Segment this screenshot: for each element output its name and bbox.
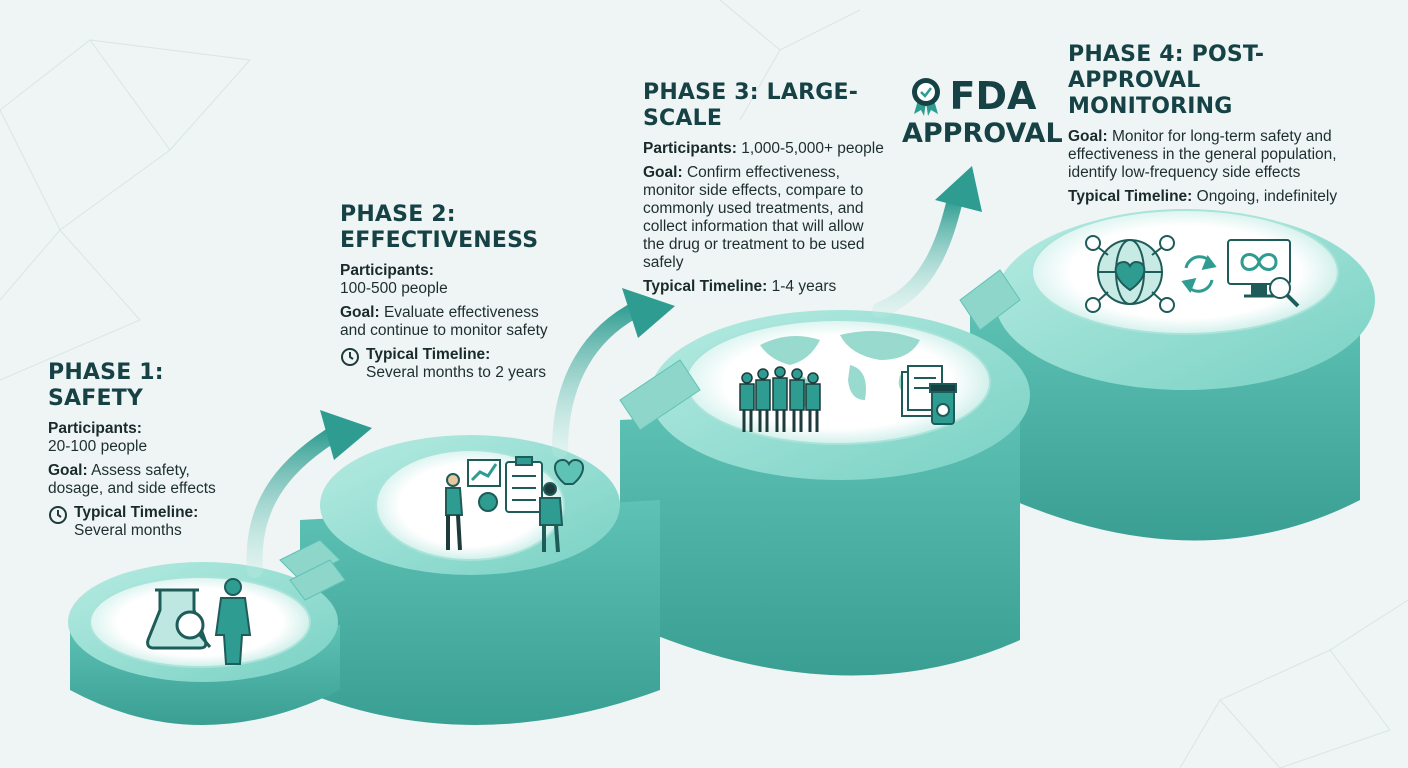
person-icon xyxy=(214,578,252,665)
phase-3-title: PHASE 3: LARGE-SCALE xyxy=(643,80,888,132)
phase-2-goal: Goal: Evaluate effectiveness and continu… xyxy=(340,304,550,340)
globe-heart-network-icon xyxy=(1085,235,1175,313)
phase-2-info: PHASE 2: EFFECTIVENESS Participants: 100… xyxy=(340,202,550,388)
approval-label: APPROVAL xyxy=(902,118,1063,149)
phase-2-title-line-1: PHASE 2: xyxy=(340,202,456,227)
phase-3-platform xyxy=(620,310,1030,676)
researcher-icon xyxy=(539,482,564,553)
phase-3-goal-value: Confirm effectiveness, monitor side effe… xyxy=(643,164,865,271)
heart-pulse-icon xyxy=(554,458,584,485)
phase-1-goal: Goal: Assess safety, dosage, and side ef… xyxy=(48,462,248,498)
phase-4-title: PHASE 4: POST-APPROVAL MONITORING xyxy=(1068,42,1348,120)
monitor-infinity-icon xyxy=(1227,239,1300,308)
phase-1-timeline: Typical Timeline: Several months xyxy=(48,504,248,540)
arrow-head-1 xyxy=(320,410,372,460)
phase-1-participants-value: 20-100 people xyxy=(48,438,148,455)
sync-arrows-icon xyxy=(1181,254,1217,294)
phase-4-timeline-value: Ongoing, indefinitely xyxy=(1196,188,1338,205)
fda-approval-badge: FDA APPROVAL xyxy=(902,76,1063,150)
phase-3-timeline-label: Typical Timeline: xyxy=(643,278,768,295)
clock-icon xyxy=(49,506,67,524)
phase-4-timeline-label: Typical Timeline: xyxy=(1068,188,1193,205)
phase-2-participants-value: 100-500 people xyxy=(340,280,448,297)
phase-3-info: PHASE 3: LARGE-SCALE Participants: 1,000… xyxy=(643,80,888,302)
phase-3-goal: Goal: Confirm effectiveness, monitor sid… xyxy=(643,164,888,272)
phase-2-participants-label: Participants: xyxy=(340,262,434,279)
group-of-people-icon xyxy=(739,366,821,432)
phase-4-info: PHASE 4: POST-APPROVAL MONITORING Goal: … xyxy=(1068,42,1348,212)
phase-3-goal-label: Goal: xyxy=(643,164,683,181)
connecting-steps xyxy=(279,269,1021,601)
progress-arrows xyxy=(246,192,963,578)
phase-4-timeline: Typical Timeline: Ongoing, indefinitely xyxy=(1068,188,1348,206)
world-map-icon xyxy=(760,331,920,407)
phase-1-title-line: PHASE 1: SAFETY xyxy=(48,360,164,411)
phase-2-participants: Participants: 100-500 people xyxy=(340,262,550,298)
phase-4-goal: Goal: Monitor for long-term safety and e… xyxy=(1068,128,1348,182)
phase-1-title: PHASE 1: SAFETY xyxy=(48,360,248,412)
documents-pill-bottle-icon xyxy=(901,365,957,425)
phase-3-participants: Participants: 1,000-5,000+ people xyxy=(643,140,888,158)
phase-3-timeline: Typical Timeline: 1-4 years xyxy=(643,278,888,296)
phase-3-timeline-value: 1-4 years xyxy=(771,278,837,295)
phase-1-timeline-label: Typical Timeline: xyxy=(74,504,199,521)
phase-1-goal-label: Goal: xyxy=(48,462,88,479)
phase-3-title-line: PHASE 3: LARGE-SCALE xyxy=(643,80,859,131)
phase-1-info: PHASE 1: SAFETY Participants: 20-100 peo… xyxy=(48,360,248,546)
fda-line-1: FDA xyxy=(902,76,1042,116)
phase-1-participants: Participants: 20-100 people xyxy=(48,420,248,456)
clock-icon xyxy=(341,348,359,366)
phase-4-goal-value: Monitor for long-term safety and effecti… xyxy=(1068,128,1337,181)
phase-2-timeline: Typical Timeline: Several months to 2 ye… xyxy=(340,346,550,382)
arrow-phase1-to-phase2 xyxy=(246,422,348,578)
phase-1-participants-label: Participants: xyxy=(48,420,142,437)
phase-1-timeline-value: Several months xyxy=(74,522,182,539)
phase-3-participants-label: Participants: xyxy=(643,140,737,157)
fda-label: FDA xyxy=(949,74,1037,118)
phase-2-goal-value: Evaluate effectiveness and continue to m… xyxy=(340,304,548,339)
phase-4-title-line-1: PHASE 4: POST-APPROVAL xyxy=(1068,42,1265,93)
flask-magnifier-icon xyxy=(146,588,212,650)
phase-4-title-line-2: MONITORING xyxy=(1068,94,1233,119)
phase-1-goal-value: Assess safety, dosage, and side effects xyxy=(48,462,216,497)
arrow-phase2-to-phase3 xyxy=(552,297,653,458)
phase-4-goal-label: Goal: xyxy=(1068,128,1108,145)
presenter-chart-icon xyxy=(445,459,501,551)
phase-3-participants-value: 1,000-5,000+ people xyxy=(741,140,884,157)
clipboard-checklist-icon xyxy=(505,456,543,513)
phase-2-title: PHASE 2: EFFECTIVENESS xyxy=(340,202,550,254)
phase-2-title-line-2: EFFECTIVENESS xyxy=(340,228,539,253)
phase-4-platform xyxy=(970,209,1375,541)
phase-2-timeline-value: Several months to 2 years xyxy=(366,364,547,381)
phase-2-timeline-label: Typical Timeline: xyxy=(366,346,491,363)
arrow-phase3-to-fda xyxy=(872,192,963,318)
arrow-heads xyxy=(320,166,982,460)
arrow-head-2 xyxy=(622,288,675,338)
arrow-head-3 xyxy=(935,166,982,212)
award-ribbon-icon xyxy=(911,78,940,116)
phase-2-goal-label: Goal: xyxy=(340,304,380,321)
